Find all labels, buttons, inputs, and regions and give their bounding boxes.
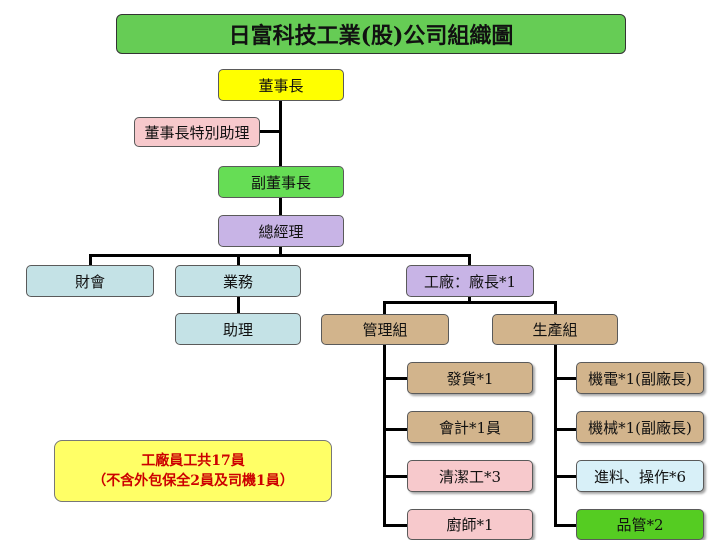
connector-mgmt-spine [383,344,386,527]
staff-summary-note: 工廠員工共17員 （不含外包保全2員及司機1員） [54,440,332,502]
node-feeding-operation: 進料、操作*6 [576,460,704,492]
connector-prod-branch [554,377,577,380]
connector-mgmt-branch [383,377,408,380]
summary-line-1: 工廠員工共17員 [141,453,245,469]
node-sales: 業務 [175,265,301,297]
node-shipping: 發貨*1 [407,362,533,394]
node-cleaning: 清潔工*3 [407,460,533,492]
node-sales-assistant: 助理 [175,313,301,345]
connector-factory-down [468,295,471,303]
node-finance: 財會 [26,265,154,297]
node-vice-chairman: 副董事長 [218,166,344,198]
connector-prod-spine [554,344,557,527]
node-general-manager: 總經理 [218,215,344,247]
connector-mgmt-branch [383,524,408,527]
connector-gm-down [279,246,282,256]
node-accounting: 會計*1員 [407,411,533,443]
node-cook: 廚師*1 [407,509,533,540]
connector-prod-branch [554,428,577,431]
node-management-group: 管理組 [321,314,449,345]
node-factory: 工廠：廠長*1 [406,265,534,297]
connector-chairman-to-gm [279,100,282,216]
summary-line-2: （不含外包保全2員及司機1員） [92,473,294,489]
node-chairman: 董事長 [218,69,344,101]
connector-assistant [256,130,281,133]
connector-factory-drop [468,254,471,266]
node-quality-control: 品管*2 [576,509,704,540]
node-machinery: 機械*1(副廠長) [576,411,704,443]
node-chairman-special-assistant: 董事長特別助理 [134,117,260,147]
connector-mgmt-branch [383,428,408,431]
connector-mgmt-branch [383,475,408,478]
chart-title: 日富科技工業(股)公司組織圖 [116,14,626,54]
connector-sales-assistant [237,296,240,314]
node-production-group: 生產組 [492,314,618,345]
connector-prod-branch [554,524,577,527]
connector-prod-drop [554,301,557,315]
node-electrical: 機電*1(副廠長) [576,362,704,394]
connector-mgmt-drop [383,301,386,315]
connector-prod-branch [554,475,577,478]
connector-sales-drop [237,254,240,266]
connector-finance-drop [89,254,92,266]
